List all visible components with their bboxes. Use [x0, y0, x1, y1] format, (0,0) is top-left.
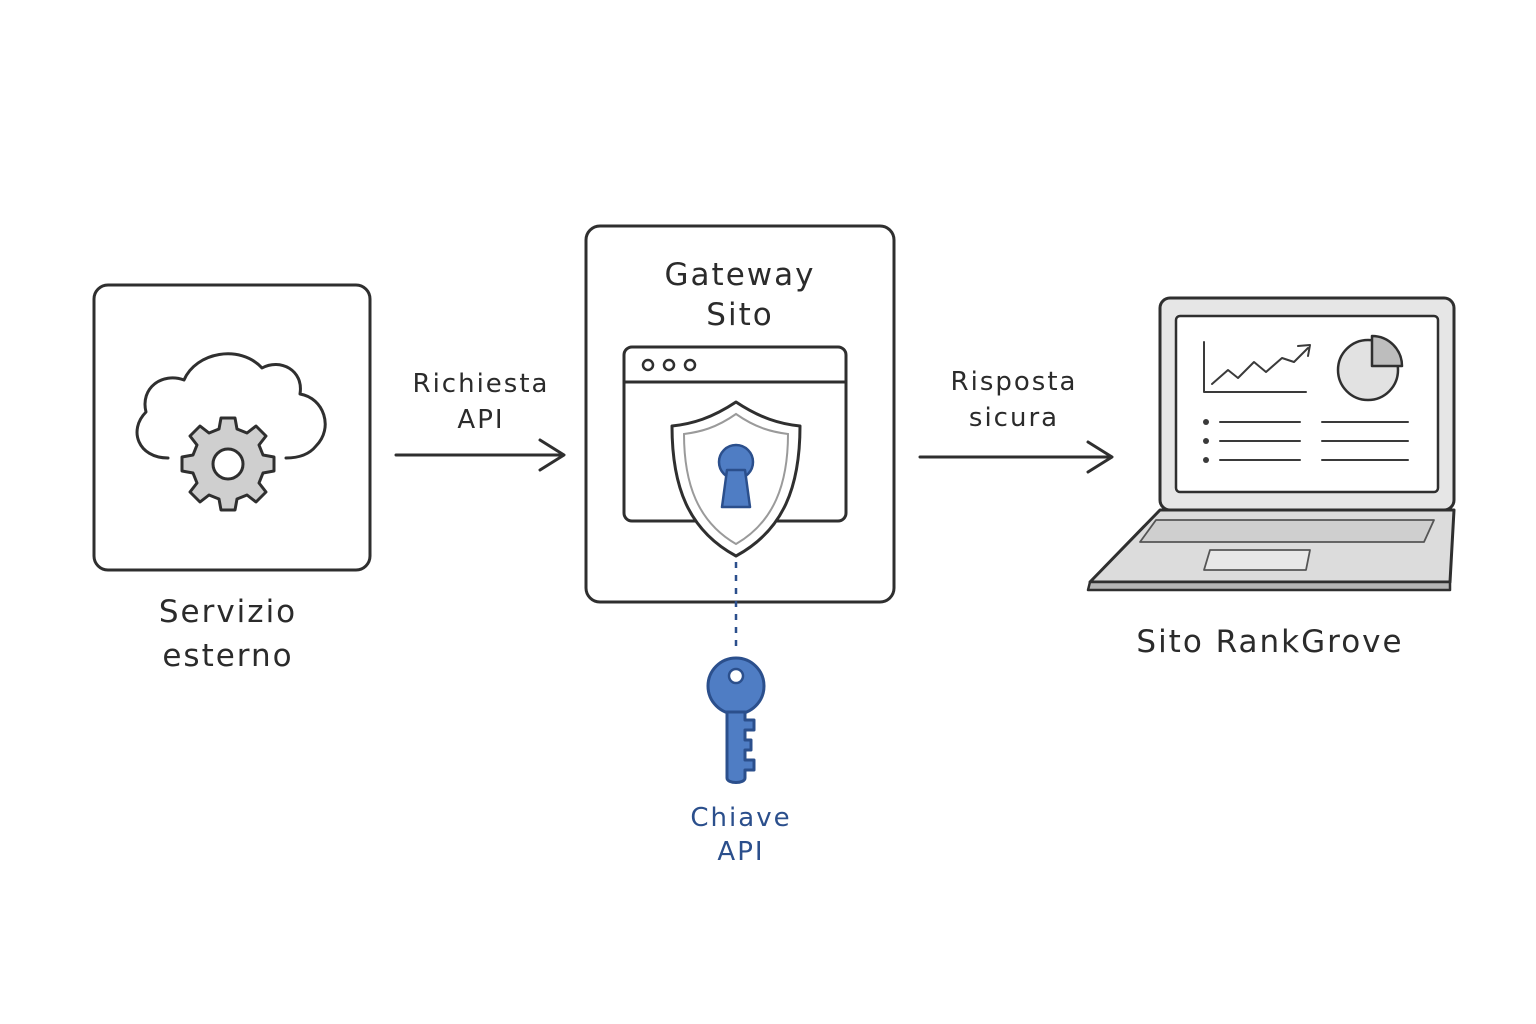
keyhole-icon: [717, 443, 755, 509]
pie-chart-icon: [1336, 334, 1404, 402]
rankgrove-site-label: Sito RankGrove: [1136, 624, 1403, 660]
browser-shield-keyhole-icon: [622, 345, 848, 558]
external-service-node: [92, 283, 372, 572]
request-label-2: API: [457, 405, 504, 435]
cloud-gear-icon: [135, 352, 327, 512]
api-key-label-2: API: [717, 837, 764, 867]
line-chart-icon: [1203, 341, 1311, 393]
laptop-dashboard-icon: [1086, 296, 1456, 592]
external-service-label-1: Servizio: [159, 594, 297, 630]
list-rows-icon: [1203, 419, 1409, 463]
request-arrow: [394, 438, 566, 472]
response-label-1: Risposta: [951, 367, 1078, 397]
gateway-node: [584, 224, 896, 604]
api-key-label-1: Chiave: [690, 803, 791, 833]
key-icon: [706, 656, 766, 784]
request-label-1: Richiesta: [413, 369, 550, 399]
gateway-label-1: Gateway: [665, 257, 816, 293]
gateway-label-2: Sito: [706, 297, 773, 333]
response-arrow: [918, 440, 1114, 474]
response-label-2: sicura: [969, 403, 1059, 433]
external-service-label-2: esterno: [162, 638, 293, 674]
